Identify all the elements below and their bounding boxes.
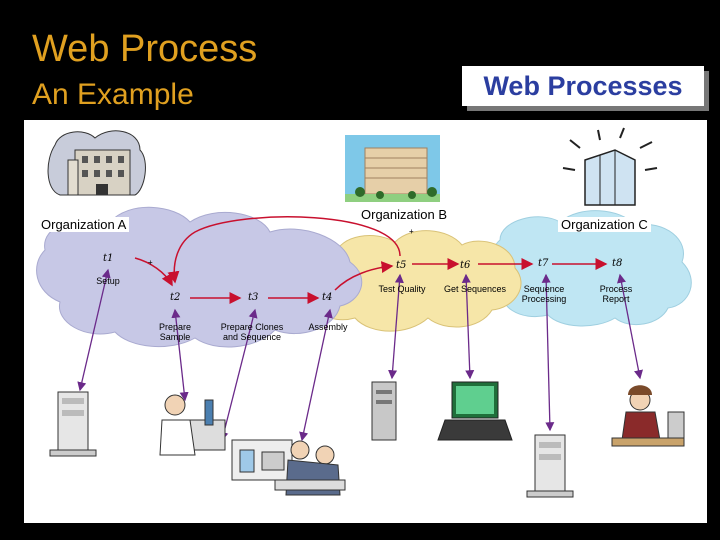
- label-assembly: Assembly: [308, 322, 348, 332]
- flow-t4-t5: [334, 261, 394, 291]
- task-t1: t1: [103, 253, 114, 264]
- slide-subtitle: An Example: [32, 78, 194, 111]
- task-t2: t2: [170, 292, 181, 303]
- label-prepare-sample: Prepare Sample: [158, 322, 192, 342]
- label-test-quality: Test Quality: [378, 284, 426, 294]
- task-t6: t6: [460, 260, 471, 271]
- task-t8: t8: [612, 258, 623, 269]
- org-c-building-icon: [562, 127, 658, 206]
- join-marker: +: [409, 227, 414, 236]
- task-t4: t4: [322, 292, 333, 303]
- label-sequence-processing: Sequence Processing: [521, 284, 567, 304]
- org-a-label: Organization A: [38, 217, 130, 232]
- task-t5: t5: [396, 260, 407, 271]
- label-get-sequences: Get Sequences: [443, 284, 507, 294]
- org-b-building-icon: [345, 135, 440, 202]
- task-t7: t7: [538, 258, 549, 269]
- org-a-building-icon: [47, 130, 146, 196]
- server-icon-a: [49, 391, 97, 457]
- scientist-microscope-icon: [159, 394, 226, 456]
- label-prepare-clones: Prepare Clones and Sequence: [220, 322, 284, 342]
- label-setup: Setup: [96, 276, 120, 286]
- link-t8-person: [617, 273, 643, 380]
- office-worker-icon: [611, 385, 685, 447]
- flow-t5-t2-loop: [167, 216, 401, 284]
- link-t5-pc: [388, 273, 404, 380]
- server-icon-c: [526, 434, 574, 498]
- link-t4-workers: [299, 308, 333, 442]
- label-process-report: Process Report: [599, 284, 633, 304]
- org-c-label: Organization C: [558, 217, 651, 232]
- laptop-icon: [437, 381, 513, 441]
- link-t2-scientist: [171, 308, 189, 402]
- workers-icon: [274, 440, 346, 496]
- slide-title: Web Process: [32, 28, 258, 70]
- lab-equipment-icon: [231, 439, 293, 481]
- link-t7-server: [541, 273, 555, 432]
- org-b-label: Organization B: [358, 207, 450, 222]
- task-t3: t3: [248, 292, 259, 303]
- section-badge: Web Processes: [462, 66, 704, 106]
- link-t3-lab: [219, 308, 258, 442]
- link-t6-laptop: [461, 273, 475, 380]
- desktop-pc-icon: [371, 381, 397, 441]
- link-t1-server: [77, 268, 111, 392]
- fork-marker: +: [148, 258, 153, 267]
